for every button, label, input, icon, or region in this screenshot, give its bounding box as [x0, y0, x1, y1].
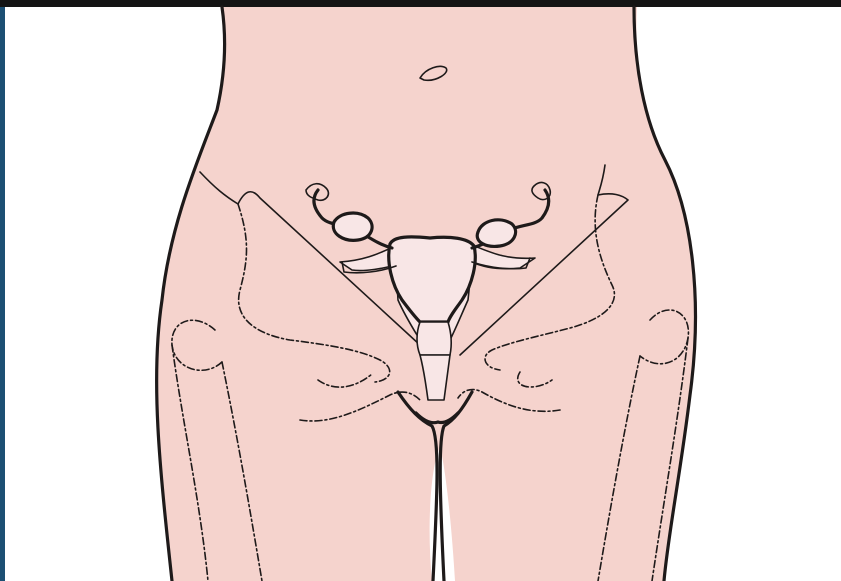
cervix [417, 322, 451, 355]
ovary-right [477, 220, 515, 247]
top-border [0, 0, 841, 7]
ovary-left [333, 213, 372, 240]
left-border [0, 0, 5, 581]
